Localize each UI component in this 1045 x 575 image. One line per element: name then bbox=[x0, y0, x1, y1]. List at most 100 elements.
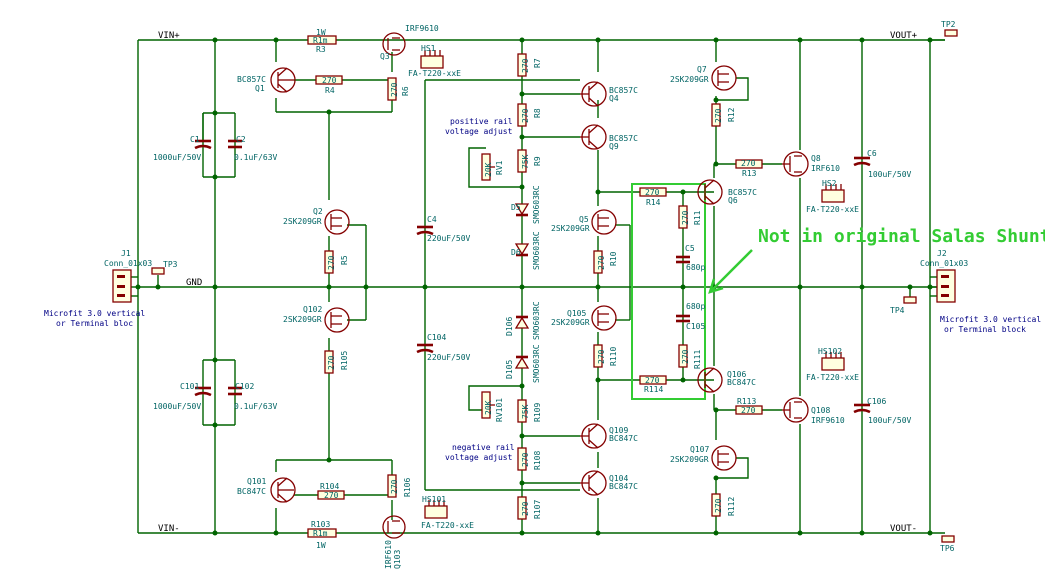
r107-value: 270 bbox=[521, 501, 530, 516]
c105-ref: C105 bbox=[686, 322, 705, 331]
q3-value: IRF9610 bbox=[405, 24, 439, 33]
highlight-box bbox=[631, 183, 706, 400]
resistor-r6: 270 R6 bbox=[387, 77, 410, 101]
q7-value: 2SK209GR bbox=[670, 75, 709, 84]
transistor-q7: Q7 2SK209GR bbox=[670, 65, 737, 91]
j1-ref: J1 bbox=[121, 249, 131, 258]
q4-ref: Q4 bbox=[609, 94, 619, 103]
r114-value: 270 bbox=[645, 376, 660, 385]
diode-d106: D106 SMO603RC bbox=[505, 301, 541, 340]
r13-ref: R13 bbox=[742, 169, 757, 178]
transistor-q101: Q101 BC847C bbox=[237, 477, 296, 503]
net-vin-plus: VIN+ bbox=[158, 31, 180, 41]
c6-ref: C6 bbox=[867, 149, 877, 158]
r12-ref: R12 bbox=[727, 107, 736, 122]
resistor-r3: 1W R1m R3 bbox=[307, 28, 337, 54]
c6-value: 100uF/50V bbox=[868, 170, 912, 179]
q103-value: IRF610 bbox=[384, 540, 393, 569]
q106-value: BC847C bbox=[727, 378, 756, 387]
c101-value: 1000uF/50V bbox=[153, 402, 201, 411]
c5-value: 680p bbox=[686, 263, 705, 272]
q102-value: 2SK209GR bbox=[283, 315, 322, 324]
resistor-r111: 270 R111 bbox=[678, 344, 702, 369]
heatsink-hs1: HS1 FA-T220-xxE bbox=[408, 44, 461, 78]
resistor-r11: 270 R11 bbox=[678, 205, 702, 229]
connector-j1: J1 Conn_01x03 bbox=[104, 249, 152, 303]
q5-ref: Q5 bbox=[579, 215, 589, 224]
q7-ref: Q7 bbox=[697, 65, 707, 74]
transistor-q6: BC857C Q6 bbox=[697, 179, 757, 205]
tp4-label: TP4 bbox=[890, 306, 905, 315]
neg-rail-note-line2: voltage adjust bbox=[445, 453, 513, 462]
r10-value: 270 bbox=[597, 255, 606, 270]
capacitor-c5: C5 680p bbox=[676, 244, 705, 272]
r103-ref: R103 bbox=[311, 520, 330, 529]
resistor-r112: 270 R112 bbox=[711, 493, 736, 517]
r109-value: 75K bbox=[521, 404, 530, 419]
r6-ref: R6 bbox=[401, 86, 410, 96]
c5-ref: C5 bbox=[685, 244, 695, 253]
transistor-q109: Q109 BC847C bbox=[580, 423, 638, 449]
c2-value: 0.1uF/63V bbox=[234, 153, 278, 162]
c101-ref: C101 bbox=[180, 382, 199, 391]
r6-value: 270 bbox=[390, 82, 399, 97]
j1-desc-line2: or Terminal bloc bbox=[56, 319, 133, 328]
transistor-q8: Q8 IRF610 bbox=[782, 151, 840, 177]
r8-value: 270 bbox=[521, 108, 530, 123]
hs101-ref: HS101 bbox=[422, 495, 446, 504]
transistor-q102: Q102 2SK209GR bbox=[283, 305, 350, 333]
d5-value: SMO603RC bbox=[532, 185, 541, 224]
r9-value: 75K bbox=[521, 154, 530, 169]
q9-value: BC857C bbox=[609, 134, 638, 143]
r106-value: 270 bbox=[390, 479, 399, 494]
capacitor-c6: C6 100uF/50V bbox=[853, 149, 912, 179]
r113-ref: R113 bbox=[737, 397, 756, 406]
hs1-value: FA-T220-xxE bbox=[408, 69, 461, 78]
capacitor-c105: 680p C105 bbox=[676, 302, 705, 331]
q104-value: BC847C bbox=[609, 482, 638, 491]
resistor-r113: R113 270 bbox=[735, 397, 763, 415]
c105-value: 680p bbox=[686, 302, 705, 311]
rv1-ref: RV1 bbox=[495, 160, 504, 175]
q6-ref: Q6 bbox=[728, 196, 738, 205]
capacitor-c102: C102 0.1uF/63V bbox=[228, 382, 278, 411]
r103-value: R1m bbox=[313, 529, 328, 538]
r4-ref: R4 bbox=[325, 86, 335, 95]
rv101-ref: RV101 bbox=[495, 398, 504, 422]
resistor-r13: 270 R13 bbox=[735, 159, 763, 178]
capacitor-c101: C101 1000uF/50V bbox=[153, 382, 212, 411]
resistor-r106: 270 R106 bbox=[387, 474, 412, 498]
heatsink-hs102: HS102 FA-T220-xxE bbox=[806, 347, 859, 382]
capacitor-c4: C4 220uF/50V bbox=[416, 215, 471, 243]
r11-ref: R11 bbox=[693, 210, 702, 225]
j2-value: Conn_01x03 bbox=[920, 259, 968, 268]
q101-ref: Q101 bbox=[247, 477, 266, 486]
resistor-r105: 270 R105 bbox=[324, 350, 349, 374]
transistor-q104: Q104 BC847C bbox=[580, 470, 638, 496]
r11-value: 270 bbox=[681, 210, 690, 225]
j2-desc-line1: Microfit 3.0 vertical bbox=[940, 315, 1041, 324]
d106-ref: D106 bbox=[505, 317, 514, 336]
j1-value: Conn_01x03 bbox=[104, 259, 152, 268]
r14-ref: R14 bbox=[646, 198, 661, 207]
transistor-q5: Q5 2SK209GR bbox=[551, 209, 617, 235]
resistor-r109: 75K R109 bbox=[517, 399, 542, 423]
hs102-value: FA-T220-xxE bbox=[806, 373, 859, 382]
net-gnd: GND bbox=[186, 278, 202, 288]
tp6-label: TP6 bbox=[940, 544, 955, 553]
q101-value: BC847C bbox=[237, 487, 266, 496]
q108-ref: Q108 bbox=[811, 406, 830, 415]
q8-value: IRF610 bbox=[811, 164, 840, 173]
resistor-r4: 270 R4 bbox=[315, 75, 343, 95]
q105-value: 2SK209GR bbox=[551, 318, 590, 327]
d105-ref: D105 bbox=[505, 360, 514, 379]
hs101-value: FA-T220-xxE bbox=[421, 521, 474, 530]
r103-power: 1W bbox=[316, 541, 326, 550]
q4-value: BC857C bbox=[609, 86, 638, 95]
j2-ref: J2 bbox=[937, 249, 947, 258]
r111-value: 270 bbox=[681, 349, 690, 364]
q9-ref: Q9 bbox=[609, 142, 619, 151]
connector-notes: Microfit 3.0 vertical or Terminal bloc M… bbox=[44, 309, 1041, 334]
transistor-q103: IRF610 Q103 bbox=[382, 515, 406, 569]
resistor-r108: 270 R108 bbox=[517, 447, 542, 471]
